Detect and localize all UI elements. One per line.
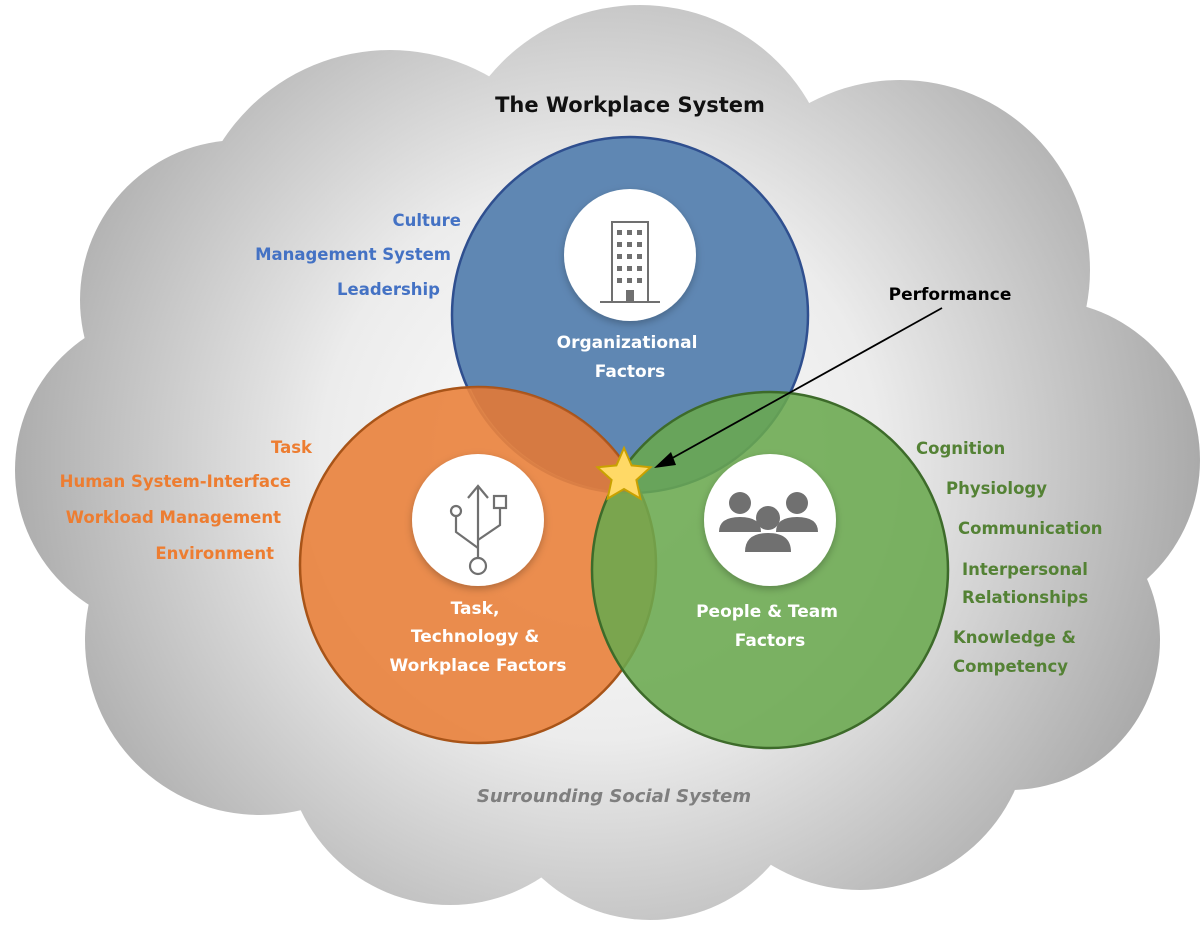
overlap-region	[470, 386, 640, 493]
org-item-management-system: Management System	[255, 245, 451, 264]
people-item-interpersonal-relationships: Interpersonal Relationships	[962, 560, 1094, 607]
task-item-workload-management: Workload Management	[66, 508, 281, 527]
task-item-environment: Environment	[155, 544, 274, 563]
organizational-factors-label: Organizational Factors	[557, 333, 704, 382]
org-item-leadership: Leadership	[337, 280, 440, 299]
people-icon-badge	[704, 454, 836, 586]
task-icon-badge	[412, 454, 544, 586]
task-item-task: Task	[271, 438, 313, 457]
org-item-culture: Culture	[393, 211, 461, 230]
usb-icon	[449, 484, 508, 576]
surrounding-social-system-label: Surrounding Social System	[477, 786, 751, 807]
task-item-human-system-interface: Human System-Interface	[60, 472, 291, 491]
organizational-icon-badge	[564, 189, 696, 321]
task-technology-label: Task, Technology & Workplace Factors	[390, 599, 567, 676]
people-item-cognition: Cognition	[916, 439, 1005, 458]
people-group-icon	[719, 492, 818, 552]
people-team-label: People & Team Factors	[696, 602, 844, 651]
performance-arrow	[654, 307, 943, 468]
people-item-communication: Communication	[958, 519, 1103, 538]
diagram-title: The Workplace System	[495, 93, 765, 117]
performance-star-icon	[595, 445, 653, 501]
performance-label: Performance	[889, 285, 1012, 305]
people-item-physiology: Physiology	[946, 479, 1047, 498]
people-item-knowledge-competency: Knowledge & Competency	[953, 628, 1082, 676]
